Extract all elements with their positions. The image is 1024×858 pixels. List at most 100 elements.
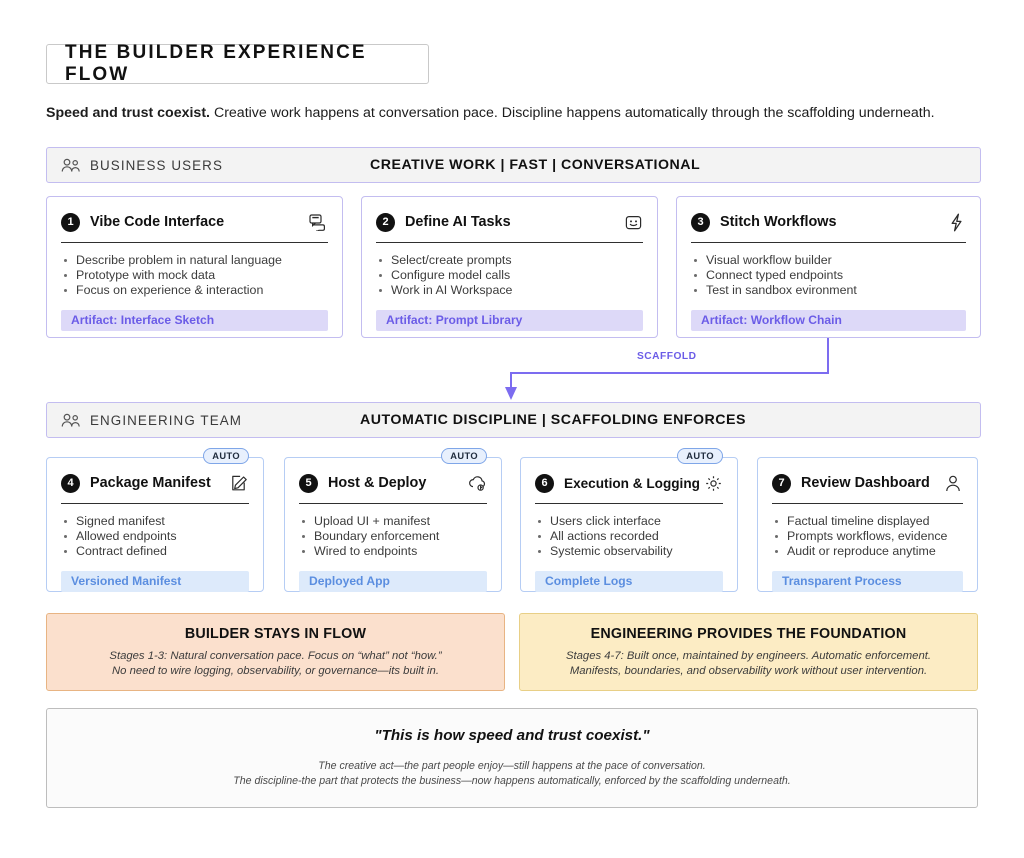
summary-title: ENGINEERING PROVIDES THE FOUNDATION xyxy=(590,625,907,642)
artifact-badge: Artifact: Workflow Chain xyxy=(691,309,966,331)
list-item: Boundary enforcement xyxy=(299,529,487,544)
chat-bubbles-icon xyxy=(308,212,328,232)
artifact-badge: Complete Logs xyxy=(535,570,723,592)
subtitle-rest: Creative work happens at conversation pa… xyxy=(210,105,935,121)
stage-card-6[interactable]: AUTO 6 Execution & Logging Users click i… xyxy=(520,448,738,592)
card-title: Vibe Code Interface xyxy=(90,214,225,230)
list-item: Allowed endpoints xyxy=(61,529,249,544)
card-title: Stitch Workflows xyxy=(720,214,837,230)
card-divider xyxy=(376,242,643,243)
list-item: Contract defined xyxy=(61,544,249,559)
gear-icon xyxy=(703,473,723,493)
people-icon xyxy=(61,411,81,429)
card-header: 1 Vibe Code Interface xyxy=(61,211,328,233)
band-label-business: BUSINESS USERS xyxy=(90,157,223,173)
band-header-engineering: ENGINEERING TEAM AUTOMATIC DISCIPLINE | … xyxy=(46,402,981,438)
list-item: Connect typed endpoints xyxy=(691,268,966,283)
robot-face-icon xyxy=(623,212,643,232)
scaffold-label: SCAFFOLD xyxy=(637,351,697,362)
summary-line-2: No need to wire logging, observability, … xyxy=(112,664,439,677)
stage-card-1[interactable]: 1 Vibe Code Interface Describe problem i… xyxy=(46,196,343,338)
card-bullet-list: Select/create prompts Configure model ca… xyxy=(376,253,643,299)
summary-box-engineering: ENGINEERING PROVIDES THE FOUNDATION Stag… xyxy=(519,613,978,691)
auto-badge: AUTO xyxy=(441,448,487,464)
band-label-engineering: ENGINEERING TEAM xyxy=(90,412,243,428)
card-header: 5 Host & Deploy xyxy=(299,472,487,494)
band-tagline-engineering: AUTOMATIC DISCIPLINE | SCAFFOLDING ENFOR… xyxy=(360,412,746,428)
list-item: Select/create prompts xyxy=(376,253,643,268)
list-item: Upload UI + manifest xyxy=(299,514,487,529)
summary-line-1: Stages 1-3: Natural conversation pace. F… xyxy=(109,649,442,662)
summary-line-1: Stages 4-7: Built once, maintained by en… xyxy=(565,649,932,662)
list-item: Prompts workflows, evidence xyxy=(772,529,963,544)
page-subtitle: Speed and trust coexist. Creative work h… xyxy=(46,104,981,122)
artifact-badge: Artifact: Interface Sketch xyxy=(61,309,328,331)
stage-card-7[interactable]: 7 Review Dashboard Factual timeline disp… xyxy=(757,457,978,592)
card-divider xyxy=(772,503,963,504)
scaffold-connector xyxy=(505,338,829,400)
card-divider xyxy=(61,503,249,504)
band-tagline-business: CREATIVE WORK | FAST | CONVERSATIONAL xyxy=(369,157,701,173)
card-divider xyxy=(535,503,723,504)
artifact-badge: Transparent Process xyxy=(772,570,963,592)
card-title: Package Manifest xyxy=(90,475,211,491)
card-bullet-list: Factual timeline displayed Prompts workf… xyxy=(772,514,963,560)
list-item: Users click interface xyxy=(535,514,723,529)
stage-card-2[interactable]: 2 Define AI Tasks Select/create prompts … xyxy=(361,196,658,338)
edit-document-icon xyxy=(229,473,249,493)
quote-line-2: The discipline-the part that protects th… xyxy=(233,775,791,787)
list-item: Visual workflow builder xyxy=(691,253,966,268)
subtitle-lead: Speed and trust coexist. xyxy=(46,105,210,121)
card-title: Define AI Tasks xyxy=(405,214,511,230)
page-title-box: THE BUILDER EXPERIENCE FLOW xyxy=(46,42,429,85)
stage-card-5[interactable]: AUTO 5 Host & Deploy Upload UI + manifes… xyxy=(284,448,502,592)
stage-card-4[interactable]: AUTO 4 Package Manifest Signed manifest … xyxy=(46,448,264,592)
list-item: Factual timeline displayed xyxy=(772,514,963,529)
quote-headline: "This is how speed and trust coexist." xyxy=(374,727,650,744)
list-item: Focus on experience & interaction xyxy=(61,283,328,298)
list-item: Wired to endpoints xyxy=(299,544,487,559)
list-item: Describe problem in natural language xyxy=(61,253,328,268)
card-bullet-list: Describe problem in natural language Pro… xyxy=(61,253,328,299)
card-header: 4 Package Manifest xyxy=(61,472,249,494)
summary-title: BUILDER STAYS IN FLOW xyxy=(184,625,367,642)
list-item: Audit or reproduce anytime xyxy=(772,544,963,559)
summary-box-builder: BUILDER STAYS IN FLOW Stages 1-3: Natura… xyxy=(46,613,505,691)
stage-card-3[interactable]: 3 Stitch Workflows Visual workflow build… xyxy=(676,196,981,338)
stage-number-badge: 5 xyxy=(299,473,318,493)
people-icon xyxy=(61,156,81,174)
auto-badge: AUTO xyxy=(203,448,249,464)
summary-line-2: Manifests, boundaries, and observability… xyxy=(569,664,928,677)
card-bullet-list: Users click interface All actions record… xyxy=(535,514,723,560)
list-item: Work in AI Workspace xyxy=(376,283,643,298)
artifact-badge: Deployed App xyxy=(299,570,487,592)
card-title: Review Dashboard xyxy=(801,475,930,491)
lightning-bolt-icon xyxy=(946,212,966,232)
card-divider xyxy=(61,242,328,243)
list-item: Systemic observability xyxy=(535,544,723,559)
card-header: 3 Stitch Workflows xyxy=(691,211,966,233)
list-item: Signed manifest xyxy=(61,514,249,529)
card-title: Host & Deploy xyxy=(328,475,427,491)
card-bullet-list: Visual workflow builder Connect typed en… xyxy=(691,253,966,299)
stage-number-badge: 7 xyxy=(772,473,791,493)
artifact-badge: Versioned Manifest xyxy=(61,570,249,592)
page-title: THE BUILDER EXPERIENCE FLOW xyxy=(65,42,367,85)
band-header-business: BUSINESS USERS CREATIVE WORK | FAST | CO… xyxy=(46,147,981,183)
card-divider xyxy=(691,242,966,243)
card-header: 2 Define AI Tasks xyxy=(376,211,643,233)
stage-number-badge: 4 xyxy=(61,473,80,493)
card-divider xyxy=(299,503,487,504)
card-header: 6 Execution & Logging xyxy=(535,472,723,494)
cloud-upload-icon xyxy=(467,473,487,493)
stage-number-badge: 1 xyxy=(61,212,80,232)
quote-box: "This is how speed and trust coexist." T… xyxy=(46,708,978,808)
artifact-badge: Artifact: Prompt Library xyxy=(376,309,643,331)
card-title: Execution & Logging xyxy=(564,475,700,491)
quote-line-1: The creative act—the part people enjoy—s… xyxy=(318,760,706,772)
auto-badge: AUTO xyxy=(677,448,723,464)
stage-number-badge: 2 xyxy=(376,212,395,232)
stage-number-badge: 6 xyxy=(535,473,554,493)
card-bullet-list: Upload UI + manifest Boundary enforcemen… xyxy=(299,514,487,560)
